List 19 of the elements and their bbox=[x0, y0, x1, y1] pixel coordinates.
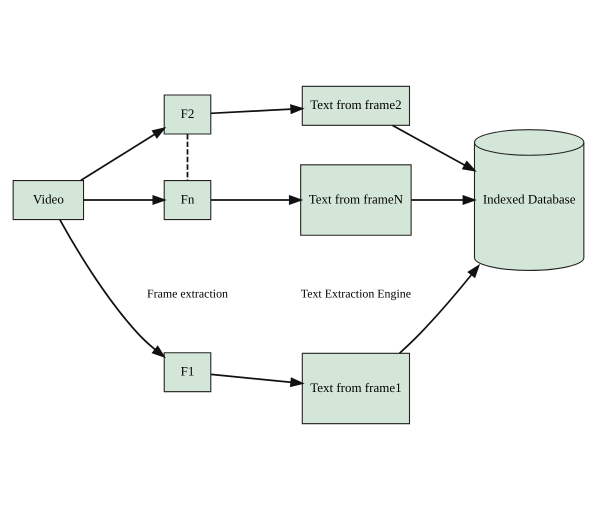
arrow bbox=[84, 194, 167, 205]
arrow bbox=[210, 104, 305, 114]
node-box: Text from frame1 bbox=[302, 352, 410, 424]
arrow bbox=[412, 194, 477, 205]
label: Text Extraction Engine bbox=[300, 286, 412, 300]
arrow bbox=[398, 263, 480, 354]
node-box: Text from frameN bbox=[300, 164, 412, 236]
label: Frame extraction bbox=[147, 286, 228, 300]
arrow bbox=[392, 124, 477, 172]
connector bbox=[186, 134, 188, 180]
arrow bbox=[80, 126, 166, 181]
node-box: F1 bbox=[164, 352, 212, 392]
arrow bbox=[211, 194, 304, 205]
arrow bbox=[210, 373, 305, 387]
node-box: Text from frame2 bbox=[302, 85, 410, 126]
arrow bbox=[59, 219, 166, 358]
node-box: F2 bbox=[164, 94, 212, 134]
node-box: Fn bbox=[164, 180, 212, 220]
node-box: Video bbox=[12, 180, 84, 220]
